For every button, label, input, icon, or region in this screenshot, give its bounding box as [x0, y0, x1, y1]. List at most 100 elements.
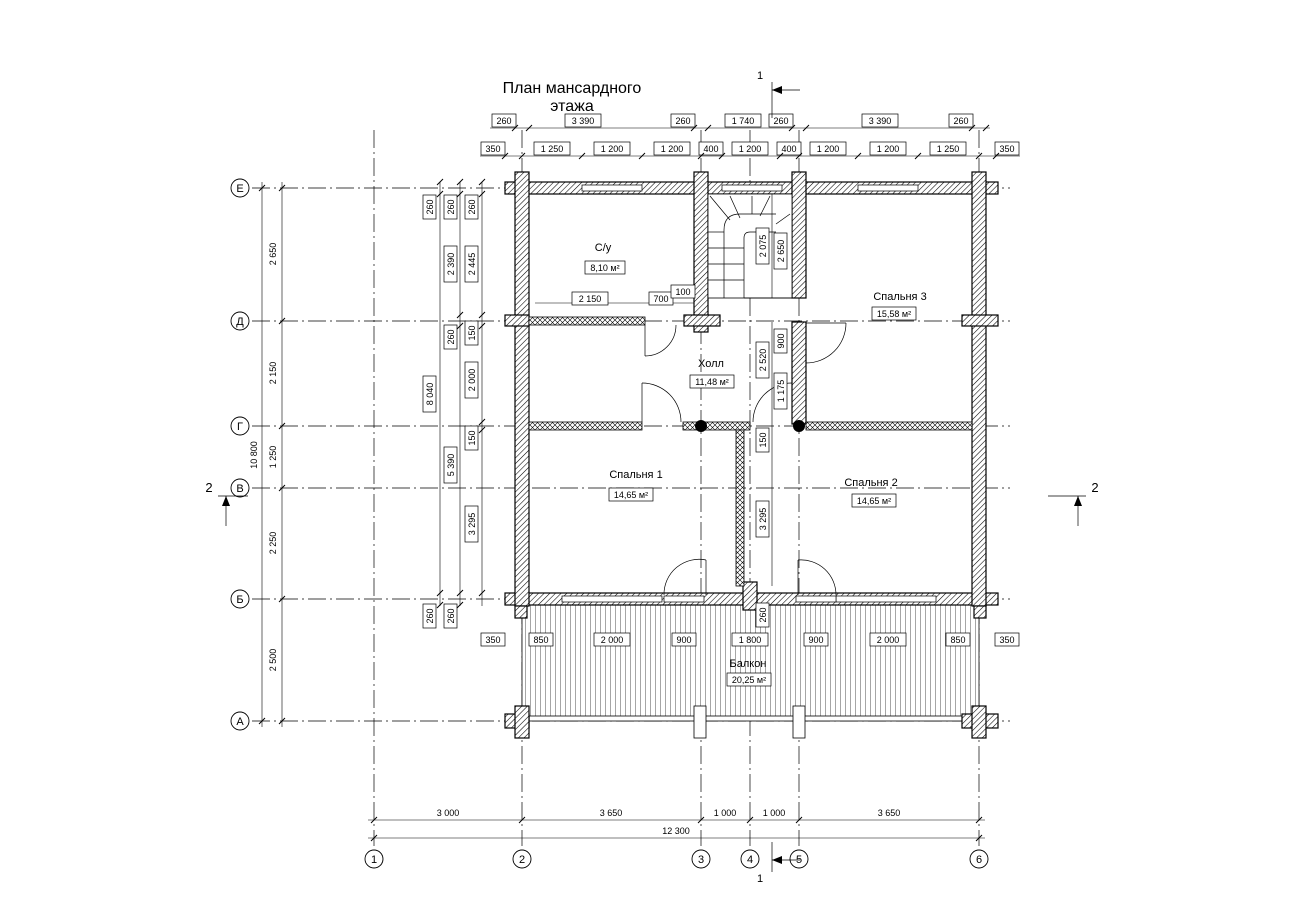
- dimension-label: 8 040: [422, 375, 437, 413]
- dimension-label: 2 390: [443, 245, 458, 283]
- dimension-label: 10 800: [249, 441, 259, 469]
- room-area-bedroom2: 14,65 м²: [857, 496, 891, 506]
- svg-text:10 800: 10 800: [249, 441, 259, 469]
- svg-text:1 000: 1 000: [763, 808, 786, 818]
- svg-text:150: 150: [758, 432, 768, 447]
- svg-text:1 200: 1 200: [601, 144, 624, 154]
- room-area-bedroom1: 14,65 м²: [614, 490, 648, 500]
- dimension-label: 1 200: [593, 141, 631, 156]
- svg-text:900: 900: [808, 635, 823, 645]
- dimension-label: 1 200: [653, 141, 691, 156]
- dimension-label: 850: [528, 632, 554, 647]
- svg-text:1 250: 1 250: [268, 446, 278, 469]
- svg-text:400: 400: [781, 144, 796, 154]
- balcony-deck: [521, 604, 980, 718]
- svg-text:260: 260: [446, 329, 456, 344]
- svg-text:2 150: 2 150: [268, 362, 278, 385]
- axis-bubble-number: 2: [512, 849, 532, 869]
- axis-bubble-letter: В: [230, 478, 250, 498]
- dimension-label: 260: [443, 603, 458, 629]
- svg-text:260: 260: [446, 199, 456, 214]
- svg-text:260: 260: [675, 116, 690, 126]
- dimension-label: 3 650: [878, 808, 901, 818]
- dimension-label: 1 200: [731, 141, 769, 156]
- svg-text:260: 260: [953, 116, 968, 126]
- dimension-label: 1 800: [731, 632, 769, 647]
- dimension-label: 260: [443, 194, 458, 220]
- dimension-lines: [261, 127, 1020, 839]
- svg-text:3 650: 3 650: [600, 808, 623, 818]
- svg-text:900: 900: [676, 635, 691, 645]
- dimension-label: 1 250: [929, 141, 967, 156]
- dimension-label: 2 520: [755, 341, 770, 379]
- svg-text:1: 1: [757, 873, 763, 885]
- dimension-label: 150: [755, 427, 770, 453]
- dimension-label: 2 500: [268, 649, 278, 672]
- axis-bubble-letter: Е: [230, 178, 250, 198]
- svg-text:1 740: 1 740: [732, 116, 755, 126]
- dimension-label: 12 300: [662, 826, 690, 836]
- svg-text:400: 400: [703, 144, 718, 154]
- svg-text:850: 850: [950, 635, 965, 645]
- svg-text:3 650: 3 650: [878, 808, 901, 818]
- svg-text:260: 260: [467, 199, 477, 214]
- svg-text:2: 2: [1091, 480, 1098, 495]
- svg-text:260: 260: [446, 608, 456, 623]
- svg-text:8 040: 8 040: [425, 383, 435, 406]
- svg-text:3 295: 3 295: [467, 513, 477, 536]
- svg-text:2: 2: [519, 854, 525, 866]
- svg-text:260: 260: [425, 199, 435, 214]
- svg-text:В: В: [236, 483, 243, 495]
- svg-text:3 295: 3 295: [758, 508, 768, 531]
- axis-bubble-number: 5: [789, 849, 809, 869]
- dimension-label: 2 000: [464, 361, 479, 399]
- dimension-label: 700: [648, 291, 674, 306]
- svg-text:2: 2: [205, 480, 212, 495]
- room-name-balcony: Балкон: [730, 658, 767, 670]
- dimension-label: 2 250: [268, 532, 278, 555]
- dimension-label: 260: [755, 602, 770, 628]
- dimension-label: 5 390: [443, 446, 458, 484]
- dimension-label: 2 650: [773, 232, 788, 270]
- svg-text:3 390: 3 390: [869, 116, 892, 126]
- svg-text:350: 350: [999, 635, 1014, 645]
- room-labels: С/у 8,10 м² Холл 11,48 м² Спальня 3 15,5…: [584, 242, 927, 687]
- svg-text:Е: Е: [236, 183, 243, 195]
- svg-text:850: 850: [533, 635, 548, 645]
- svg-text:150: 150: [467, 325, 477, 340]
- dimension-label: 1 740: [724, 113, 762, 128]
- room-area-bedroom3: 15,58 м²: [877, 309, 911, 319]
- balcony-post: [693, 705, 707, 739]
- svg-text:350: 350: [485, 144, 500, 154]
- svg-text:1: 1: [371, 854, 377, 866]
- svg-text:1 200: 1 200: [661, 144, 684, 154]
- room-name-su: С/у: [595, 242, 612, 254]
- column: [793, 420, 805, 432]
- dimension-label: 1 000: [763, 808, 786, 818]
- svg-text:4: 4: [747, 854, 753, 866]
- dimension-label: 3 000: [437, 808, 460, 818]
- svg-text:1 200: 1 200: [877, 144, 900, 154]
- dimension-label: 260: [491, 113, 517, 128]
- dimension-label: 1 250: [268, 446, 278, 469]
- svg-text:1: 1: [757, 70, 763, 82]
- dimension-label: 2 150: [268, 362, 278, 385]
- svg-text:2 650: 2 650: [776, 240, 786, 263]
- axis-bubble-letter: Д: [230, 311, 250, 331]
- svg-text:2 000: 2 000: [877, 635, 900, 645]
- dimension-label: 2 650: [268, 243, 278, 266]
- svg-text:1 000: 1 000: [714, 808, 737, 818]
- svg-text:260: 260: [496, 116, 511, 126]
- svg-text:2 445: 2 445: [467, 253, 477, 276]
- svg-text:350: 350: [999, 144, 1014, 154]
- dimension-label: 1 000: [714, 808, 737, 818]
- svg-text:2 075: 2 075: [758, 235, 768, 258]
- svg-text:2 390: 2 390: [446, 253, 456, 276]
- svg-text:1 175: 1 175: [776, 380, 786, 403]
- balcony-rail: [519, 715, 982, 722]
- section-marker-1: 1 1: [757, 70, 800, 885]
- svg-text:3 390: 3 390: [572, 116, 595, 126]
- svg-text:12 300: 12 300: [662, 826, 690, 836]
